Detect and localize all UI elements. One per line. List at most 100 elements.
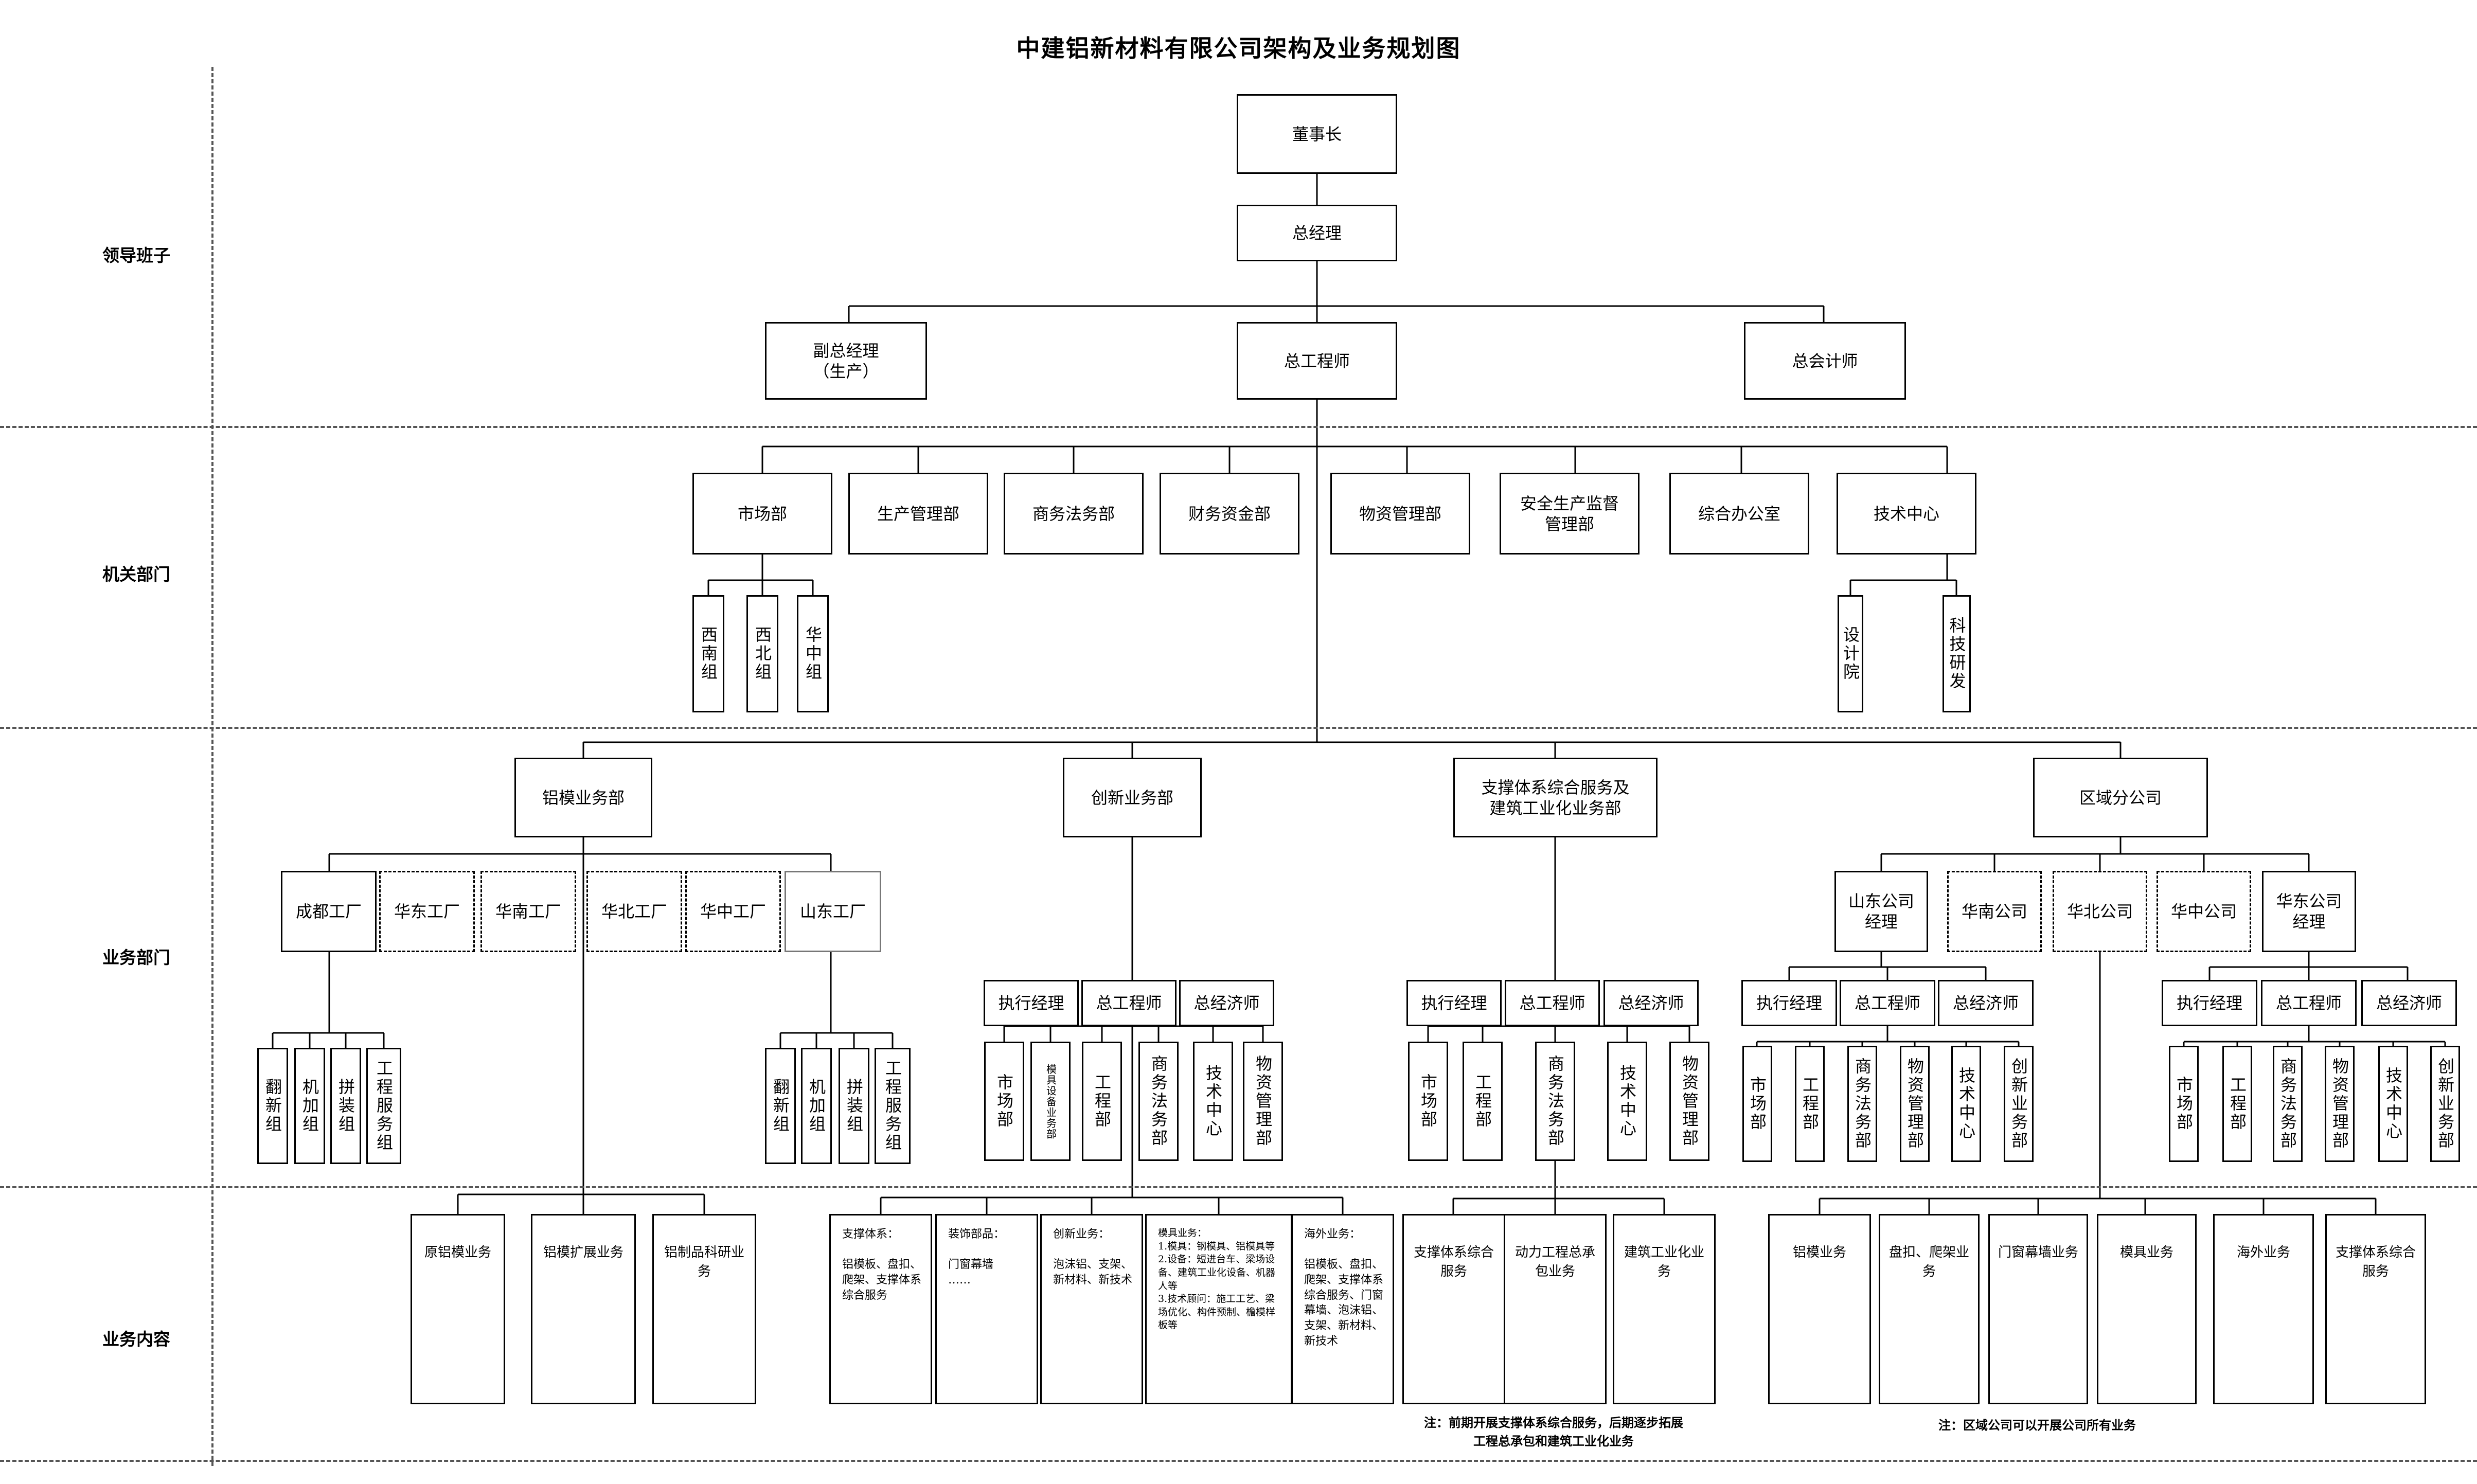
dept-finance: 财务资金部 [1160,473,1299,555]
content-alu: 铝制品科研业务 [652,1214,756,1404]
content-support: 支撑体系综合服务 [1402,1214,1505,1404]
content-innovation: 装饰部品： 门窗幕墙 …… [935,1214,1038,1404]
huadong-dept: 技术中心 [2378,1046,2408,1162]
content-regional: 盘扣、爬架业务 [1879,1214,1980,1404]
shandong-dept: 商务法务部 [1847,1046,1877,1162]
content-regional: 海外业务 [2213,1214,2314,1404]
shandong-role: 总经济师 [1938,980,2034,1026]
innovation-dept: 技术中心 [1193,1042,1233,1161]
factory-box: 华东工厂 [379,871,475,952]
factory-group: 工程服务组 [366,1048,401,1164]
market-group: 西南组 [692,595,724,712]
innovation-dept: 市场部 [984,1042,1024,1161]
dept-materials: 物资管理部 [1330,473,1470,555]
factory-group: 机加组 [294,1048,325,1164]
factory-group: 工程服务组 [875,1048,911,1164]
content-support: 建筑工业化业务 [1613,1214,1716,1404]
section-label-business-units: 业务部门 [102,947,170,968]
content-alu: 铝模扩展业务 [531,1214,636,1404]
innovation-role: 执行经理 [984,980,1079,1026]
note-support: 注：前期开展支撑体系综合服务，后期逐步拓展 工程总承包和建筑工业化业务 [1424,1415,1683,1449]
dept-tech-center: 技术中心 [1837,473,1976,555]
innovation-dept: 商务法务部 [1138,1042,1179,1161]
dept-legal: 商务法务部 [1004,473,1144,555]
factory-group: 翻新组 [257,1048,288,1164]
content-regional: 模具业务 [2097,1214,2197,1404]
deputy-gm-box: 副总经理 （生产） [765,322,927,400]
huadong-dept: 商务法务部 [2273,1046,2303,1162]
support-role: 执行经理 [1406,980,1502,1026]
market-group: 西北组 [746,595,778,712]
chief-accountant-box: 总会计师 [1744,322,1906,400]
note-regional: 注：区域公司可以开展公司所有业务 [1938,1418,2136,1433]
regional-company: 华北公司 [2053,871,2147,952]
section-label-business-content: 业务内容 [102,1329,170,1349]
factory-box: 华北工厂 [586,871,682,952]
factory-group: 拼装组 [839,1048,869,1164]
content-innovation: 支撑体系： 铝模板、盘扣、爬架、支撑体系综合服务 [829,1214,932,1404]
divider-departments [0,727,2477,729]
support-dept: 市场部 [1408,1042,1448,1161]
unit-alu-formwork: 铝模业务部 [514,758,652,837]
regional-company: 华东公司 经理 [2262,871,2356,952]
innovation-dept: 工程部 [1082,1042,1122,1161]
content-regional: 铝模业务 [1768,1214,1871,1404]
content-support: 动力工程总承包业务 [1504,1214,1607,1404]
tech-group: 科技研发 [1943,595,1971,712]
content-innovation: 创新业务： 泡沫铝、支架、新材料、新技术 [1040,1214,1143,1404]
innovation-dept: 物资管理部 [1243,1042,1283,1161]
section-label-leadership: 领导班子 [102,245,170,265]
regional-company: 山东公司 经理 [1834,871,1928,952]
chief-engineer-box: 总工程师 [1237,322,1397,400]
shandong-role: 执行经理 [1741,980,1837,1026]
huadong-dept: 创新业务部 [2430,1046,2460,1162]
factory-group: 拼装组 [330,1048,361,1164]
support-role: 总工程师 [1505,980,1600,1026]
shandong-dept: 市场部 [1742,1046,1772,1162]
page-title: 中建铝新材料有限公司架构及业务规划图 [1016,34,1461,62]
support-role: 总经济师 [1603,980,1699,1026]
unit-innovation: 创新业务部 [1063,758,1202,837]
shandong-dept: 技术中心 [1951,1046,1981,1162]
content-alu: 原铝模业务 [411,1214,505,1404]
market-group: 华中组 [797,595,829,712]
innovation-dept: 模具设备业务部 [1030,1042,1071,1161]
factory-group: 机加组 [801,1048,832,1164]
dept-safety: 安全生产监督 管理部 [1500,473,1640,555]
support-dept: 物资管理部 [1669,1042,1709,1161]
support-dept: 技术中心 [1607,1042,1647,1161]
content-regional: 门窗幕墙业务 [1988,1214,2088,1404]
factory-box: 华中工厂 [685,871,781,952]
innovation-role: 总工程师 [1081,980,1177,1026]
huadong-role: 总工程师 [2261,980,2357,1026]
content-innovation: 模具业务： 1.模具：钢模具、铝模具等 2.设备：短进台车、梁场设备、建筑工业化… [1145,1214,1292,1404]
dept-market: 市场部 [692,473,832,555]
general-manager-box: 总经理 [1237,205,1397,261]
divider-leadership [0,426,2477,428]
huadong-dept: 工程部 [2222,1046,2252,1162]
shandong-role: 总工程师 [1840,980,1935,1026]
content-regional: 支撑体系综合服务 [2325,1214,2426,1404]
huadong-dept: 物资管理部 [2325,1046,2355,1162]
tech-group: 设计院 [1838,595,1863,712]
divider-business-units [0,1186,2477,1188]
factory-box: 成都工厂 [281,871,377,952]
factory-box: 山东工厂 [785,871,881,952]
dept-office: 综合办公室 [1669,473,1809,555]
shandong-dept: 工程部 [1795,1046,1825,1162]
shandong-dept: 创新业务部 [2004,1046,2034,1162]
factory-box: 华南工厂 [480,871,576,952]
shandong-dept: 物资管理部 [1900,1046,1930,1162]
regional-company: 华中公司 [2157,871,2251,952]
unit-support-system: 支撑体系综合服务及 建筑工业化业务部 [1453,758,1658,837]
dept-production: 生产管理部 [848,473,988,555]
chairman-box: 董事长 [1237,94,1397,174]
section-label-departments: 机关部门 [102,564,170,584]
huadong-role: 执行经理 [2162,980,2257,1026]
unit-regional: 区域分公司 [2033,758,2208,837]
support-dept: 工程部 [1463,1042,1503,1161]
huadong-dept: 市场部 [2169,1046,2199,1162]
regional-company: 华南公司 [1947,871,2042,952]
content-innovation: 海外业务： 铝模板、盘扣、爬架、支撑体系综合服务、门窗幕墙、泡沫铝、支架、新材料… [1291,1214,1394,1404]
